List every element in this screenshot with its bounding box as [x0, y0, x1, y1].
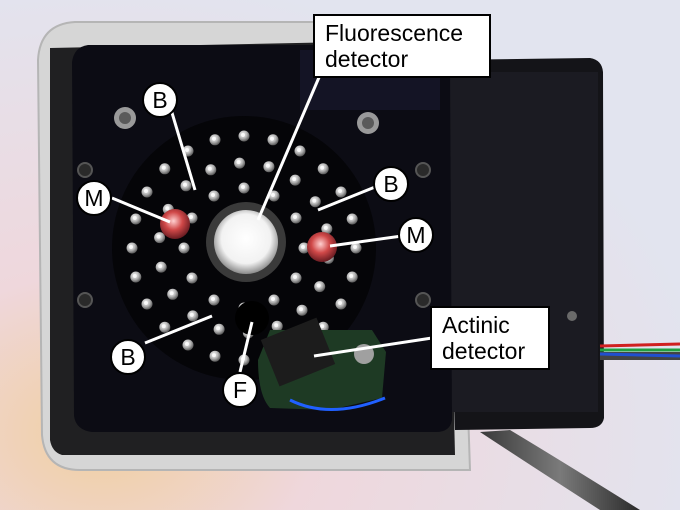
- led-hole: [141, 186, 153, 198]
- led-hole: [296, 304, 308, 316]
- wire-blue: [599, 352, 680, 358]
- led-hole: [238, 130, 250, 142]
- callout-b-top: B: [142, 82, 178, 118]
- label-fluorescence-detector: Fluorescence detector: [313, 14, 491, 78]
- led-hole: [187, 310, 199, 322]
- led-hole: [130, 271, 142, 283]
- f-opening: [235, 301, 269, 335]
- fluorescence-aperture: [214, 210, 278, 274]
- led-hole: [167, 288, 179, 300]
- led-hole: [154, 232, 166, 244]
- led-hole: [346, 213, 358, 225]
- m-led-left: [160, 209, 190, 239]
- panel-fixings: [77, 107, 431, 308]
- led-hole: [208, 190, 220, 202]
- led-hole: [294, 145, 306, 157]
- actinic-wires: [289, 396, 386, 412]
- led-hole: [263, 161, 275, 173]
- led-hole: [346, 271, 358, 283]
- led-hole: [205, 164, 217, 176]
- led-hole: [289, 174, 301, 186]
- led-hole: [178, 242, 190, 254]
- led-hole: [335, 298, 347, 310]
- led-hole: [155, 261, 167, 273]
- callout-f: F: [222, 372, 258, 408]
- label-fluorescence-line2: detector: [325, 46, 409, 72]
- wire-red: [599, 342, 680, 348]
- label-actinic-line1: Actinic: [442, 312, 510, 338]
- callout-m-left: M: [76, 180, 112, 216]
- led-hole: [268, 294, 280, 306]
- label-actinic-detector: Actinic detector: [430, 306, 550, 370]
- led-hole: [317, 163, 329, 175]
- label-actinic-line2: detector: [442, 338, 526, 364]
- callout-b-bottom: B: [110, 339, 146, 375]
- m-led-right: [307, 232, 337, 262]
- led-hole: [209, 350, 221, 362]
- callout-m-right: M: [398, 217, 434, 253]
- led-hole: [159, 163, 171, 175]
- led-hole: [335, 186, 347, 198]
- led-hole: [213, 323, 225, 335]
- led-hole: [209, 134, 221, 146]
- led-hole: [234, 157, 246, 169]
- bottom-cable: [480, 430, 640, 510]
- led-hole: [309, 196, 321, 208]
- led-hole: [159, 321, 171, 333]
- led-hole: [180, 180, 192, 192]
- led-hole: [208, 294, 220, 306]
- leader-lines: [111, 74, 433, 373]
- led-hole: [186, 272, 198, 284]
- led-hole: [314, 281, 326, 293]
- led-hole: [238, 182, 250, 194]
- led-hole: [267, 134, 279, 146]
- led-hole: [130, 213, 142, 225]
- label-fluorescence-line1: Fluorescence: [325, 20, 464, 46]
- actinic-sensor: [260, 317, 336, 387]
- led-hole: [126, 242, 138, 254]
- side-screw: [567, 311, 577, 321]
- led-hole: [182, 339, 194, 351]
- led-hole: [290, 272, 302, 284]
- led-hole: [290, 212, 302, 224]
- led-hole: [141, 298, 153, 310]
- callout-b-right: B: [373, 166, 409, 202]
